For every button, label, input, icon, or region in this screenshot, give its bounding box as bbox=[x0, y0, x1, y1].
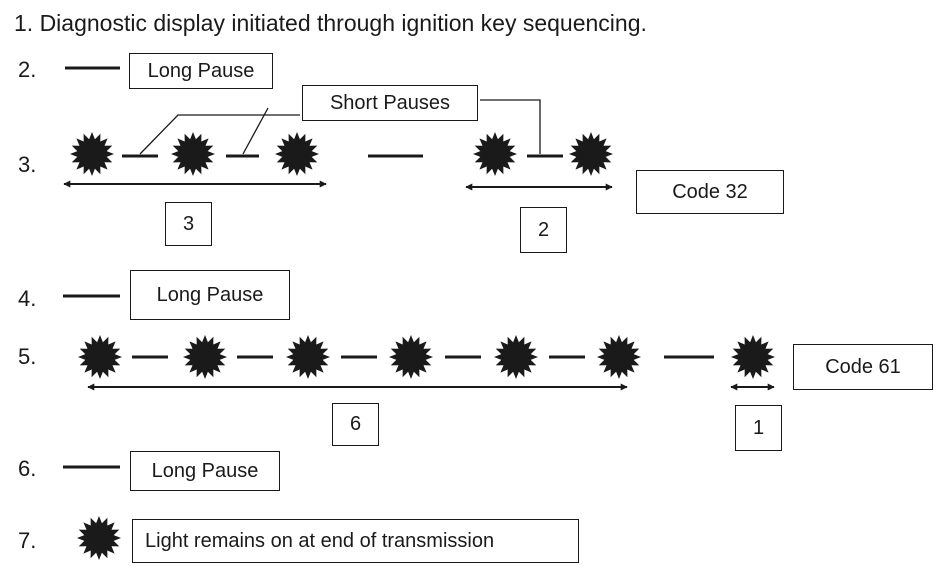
short-pauses-callout: Short Pauses bbox=[302, 85, 478, 121]
starburst-flash-icon bbox=[597, 335, 641, 379]
light-remains-on-box: Light remains on at end of transmission bbox=[132, 519, 579, 563]
long-pause-box-2: Long Pause bbox=[129, 53, 273, 89]
starburst-flash-icon bbox=[286, 335, 330, 379]
flash-count-box-1: 1 bbox=[735, 405, 782, 451]
starburst-flash-icon bbox=[473, 132, 517, 176]
starburst-flash-icon bbox=[70, 132, 114, 176]
step-number-2: 2. bbox=[18, 57, 37, 82]
flash-count-box-3: 3 bbox=[165, 202, 212, 246]
flash-group bbox=[70, 132, 775, 560]
short-pauses-leader bbox=[139, 114, 300, 155]
step-number-3: 3. bbox=[18, 152, 37, 177]
long-pause-box-6: Long Pause bbox=[130, 451, 280, 491]
starburst-flash-icon bbox=[389, 335, 433, 379]
step-number-7: 7. bbox=[18, 528, 37, 553]
starburst-flash-icon bbox=[275, 132, 319, 176]
starburst-flash-icon bbox=[77, 516, 121, 560]
starburst-flash-icon bbox=[183, 335, 227, 379]
step-number-5: 5. bbox=[18, 344, 37, 369]
starburst-flash-icon bbox=[78, 335, 122, 379]
short-pauses-leader bbox=[242, 107, 269, 155]
flash-count-box-6: 6 bbox=[332, 403, 379, 446]
starburst-flash-icon bbox=[171, 132, 215, 176]
diagram-title: 1. Diagnostic display initiated through … bbox=[14, 10, 647, 36]
short-pauses-leader bbox=[480, 99, 541, 154]
starburst-flash-icon bbox=[731, 335, 775, 379]
step-number-6: 6. bbox=[18, 456, 37, 481]
code-61-box: Code 61 bbox=[793, 344, 933, 390]
starburst-flash-icon bbox=[569, 132, 613, 176]
long-pause-box-4: Long Pause bbox=[130, 270, 290, 320]
code-32-box: Code 32 bbox=[636, 170, 784, 214]
starburst-flash-icon bbox=[494, 335, 538, 379]
flash-count-box-2: 2 bbox=[520, 207, 567, 253]
step-number-4: 4. bbox=[18, 286, 37, 311]
